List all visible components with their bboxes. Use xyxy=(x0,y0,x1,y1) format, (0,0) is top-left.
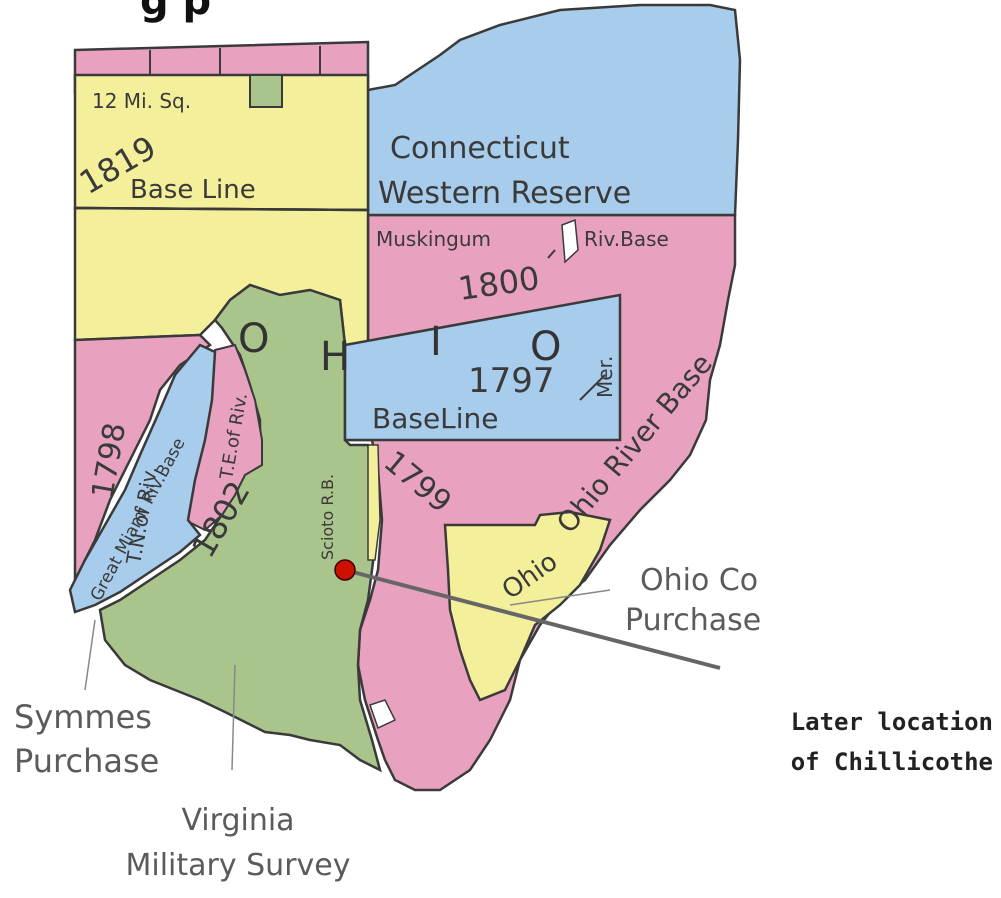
label-muskingum: Muskingum xyxy=(376,227,491,251)
pointer-ohio-co xyxy=(509,589,611,606)
pointer-virginia xyxy=(231,664,236,771)
label-scioto-rb: Scioto R.B. xyxy=(318,474,337,560)
region-1797-base-line xyxy=(343,293,622,442)
region-scioto-river-base xyxy=(367,444,381,561)
label-12-mi-sq: 12 Mi. Sq. xyxy=(92,89,191,113)
label-ohio-letter-1: O xyxy=(238,316,269,362)
label-muskingum-riv-base: Riv.Base xyxy=(584,227,669,251)
line-meridian-tick xyxy=(579,374,606,401)
annotation-ohio-co-line2: Purchase xyxy=(625,603,761,638)
pointer-symmes xyxy=(84,619,96,691)
annotation-chillicothe-line1: Later location xyxy=(791,708,993,736)
label-meridian: Mer. xyxy=(593,356,617,398)
region-12-mi-square xyxy=(249,74,283,108)
line-1800-tick xyxy=(547,249,556,259)
line-1819-base xyxy=(74,206,369,212)
label-western-reserve: Western Reserve xyxy=(378,176,631,211)
pointer-chillicothe xyxy=(344,568,721,670)
label-1797: 1797 xyxy=(468,361,555,401)
label-ohio-letter-4: O xyxy=(530,324,561,370)
annotation-virginia-line2: Military Survey xyxy=(125,848,350,883)
annotation-symmes-line1: Symmes xyxy=(14,698,152,736)
notch-south xyxy=(369,699,397,730)
region-pink-east xyxy=(343,213,737,792)
region-ohio-company-purchase xyxy=(443,510,612,702)
region-great-miami-river-base xyxy=(68,343,217,614)
label-ohio-letter-3: I xyxy=(430,319,442,365)
region-connecticut-western-reserve xyxy=(366,3,742,217)
annotation-ohio-co-line1: Ohio Co xyxy=(640,563,758,598)
annotation-virginia-line1: Virginia xyxy=(181,803,294,838)
label-base-line-1797: BaseLine xyxy=(372,402,499,435)
header-fragment: g p xyxy=(140,0,211,24)
annotation-chillicothe-line2: of Chillicothe xyxy=(791,748,993,776)
label-base-line-1819: Base Line xyxy=(130,175,256,205)
annotation-symmes-line2: Purchase xyxy=(14,742,159,780)
notch-muskingum xyxy=(561,218,579,264)
label-ohio-letter-2: H xyxy=(320,334,350,380)
label-connecticut: Connecticut xyxy=(390,131,570,166)
chillicothe-marker-icon xyxy=(334,559,356,581)
